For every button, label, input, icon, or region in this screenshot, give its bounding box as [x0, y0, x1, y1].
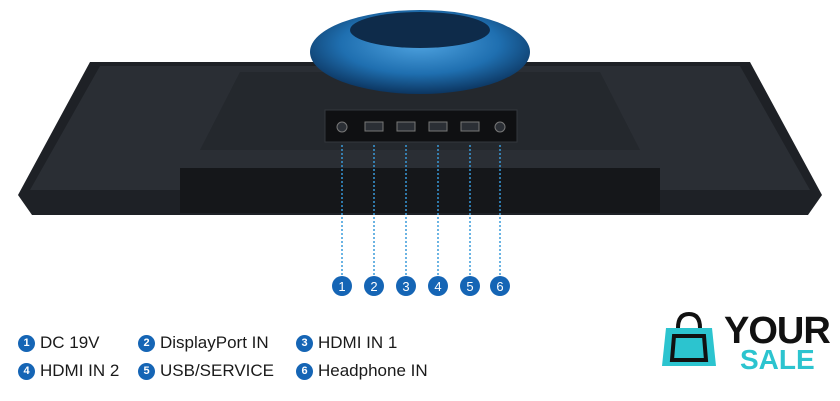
legend-label: DisplayPort IN [160, 333, 269, 352]
shopping-bag-hand-icon [662, 311, 716, 366]
legend-label: DC 19V [40, 333, 100, 352]
legend-badge: 3 [296, 334, 313, 352]
port-4 [428, 121, 448, 132]
legend-item: 5 USB/SERVICE [138, 361, 296, 381]
legend-label: Headphone IN [318, 361, 428, 380]
callout-number: 4 [434, 279, 441, 294]
legend-item: 1 DC 19V [18, 333, 138, 353]
legend-item: 4 HDMI IN 2 [18, 361, 138, 381]
legend-badge: 2 [138, 334, 155, 352]
legend-badge: 6 [296, 362, 313, 380]
port-1 [336, 121, 348, 133]
callout-badge [396, 276, 416, 296]
legend-item: 2 DisplayPort IN [138, 333, 296, 353]
legend-item: 3 HDMI IN 1 [296, 333, 446, 353]
port-5 [460, 121, 480, 132]
callout-badge [364, 276, 384, 296]
legend-badge: 5 [138, 362, 155, 380]
yoursale-logo: YOUR SALE [660, 308, 831, 378]
port-panel [324, 109, 518, 143]
legend-badge: 1 [18, 334, 35, 352]
callout-number: 3 [402, 279, 409, 294]
port-3 [396, 121, 416, 132]
logo-sale: SALE [740, 344, 815, 375]
callout-badge [460, 276, 480, 296]
port-legend: 1 DC 19V 2 DisplayPort IN 3 HDMI IN 1 4 HDMI IN… [18, 333, 446, 381]
legend-item: 6 Headphone IN [296, 361, 446, 381]
legend-badge: 4 [18, 362, 35, 380]
legend-label: HDMI IN 2 [40, 361, 120, 380]
callout-number: 5 [466, 279, 473, 294]
port-6 [494, 121, 506, 133]
callout-number: 2 [370, 279, 377, 294]
callout-number: 1 [338, 279, 345, 294]
callout-badge [490, 276, 510, 296]
port-2 [364, 121, 384, 132]
callout-badge [332, 276, 352, 296]
legend-label: USB/SERVICE [160, 361, 275, 380]
callout-number: 6 [496, 279, 503, 294]
logo-your: YOUR [724, 310, 831, 352]
callout-badge [428, 276, 448, 296]
legend-label: HDMI IN 1 [318, 333, 398, 352]
